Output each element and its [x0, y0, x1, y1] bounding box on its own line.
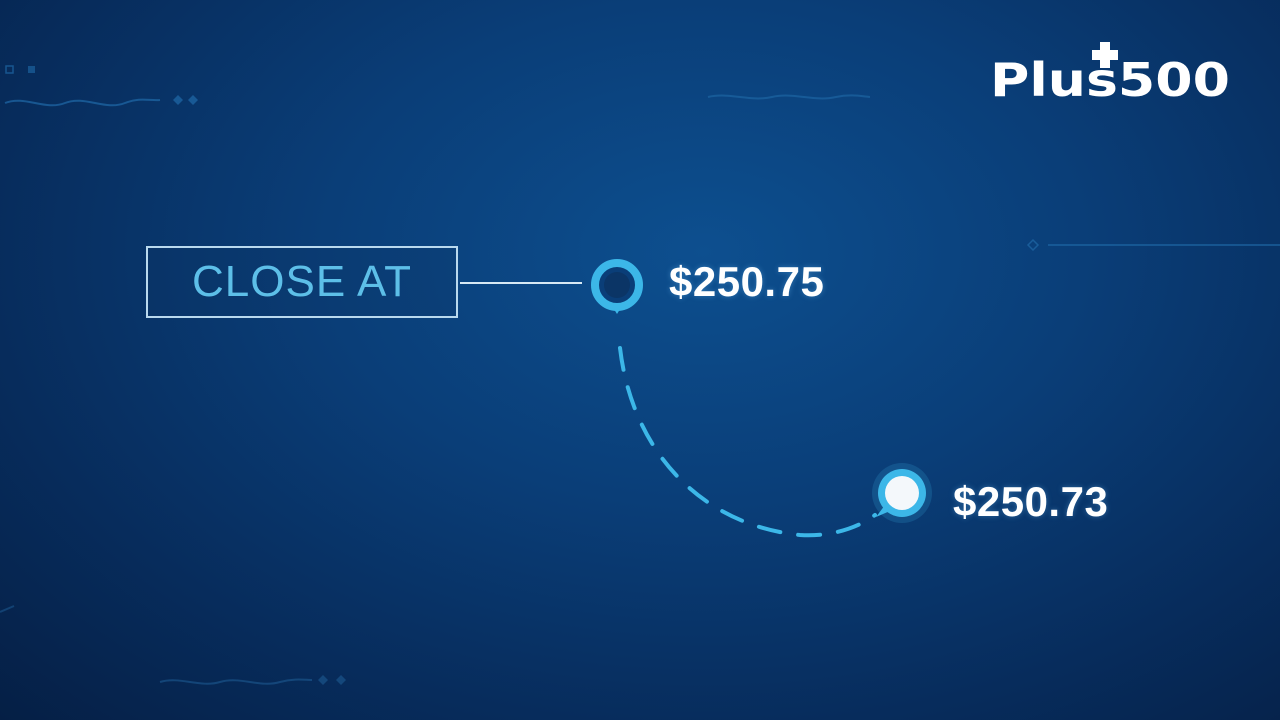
svg-text:Plus500: Plus500	[990, 53, 1230, 102]
deco-square-1	[5, 65, 14, 74]
price-path-dashed	[618, 346, 877, 538]
current-price-value: $250.73	[953, 478, 1109, 525]
squiggle-line-top-center	[707, 94, 871, 100]
left-edge-tick	[0, 605, 15, 613]
deco-diamond-1	[173, 95, 183, 105]
deco-diamond-3	[318, 675, 328, 685]
close-at-text: CLOSE AT	[192, 257, 412, 306]
deco-diamond-right	[1026, 238, 1040, 252]
price-marker-current-icon	[872, 463, 932, 523]
squiggle-line-top-left	[4, 98, 161, 107]
squiggle-line-bottom	[159, 678, 313, 685]
plus500-logo: Plus500	[990, 42, 1230, 102]
initial-price-value: $250.75	[669, 258, 825, 305]
deco-square-2	[28, 66, 35, 73]
price-marker-initial-icon	[591, 259, 643, 314]
connector-line	[460, 282, 582, 284]
deco-diamond-4	[336, 675, 346, 685]
close-at-label: CLOSE AT	[146, 246, 458, 318]
deco-diamond-2	[188, 95, 198, 105]
